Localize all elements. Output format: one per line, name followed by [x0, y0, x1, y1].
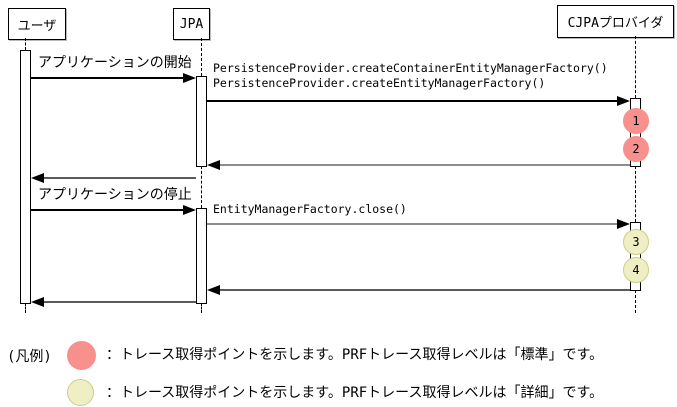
arrowhead-left-icon	[31, 297, 44, 307]
arrowhead-left-icon	[31, 173, 44, 183]
lifeline-jpa	[201, 303, 202, 313]
actor-box-user: ユーザ	[8, 8, 66, 40]
legend-standard-text: ：トレース取得ポイントを示します。PRFトレース取得レベルは「標準」です。	[106, 347, 604, 363]
trace-point-number: 4	[632, 263, 640, 277]
lifeline-user	[25, 303, 26, 313]
activation-cjpa-2	[630, 222, 641, 291]
return-line-jpa-to-user	[43, 177, 196, 179]
message-label-create-container-emf: PersistenceProvider.createContainerEntit…	[213, 61, 608, 75]
message-label-create-emf: PersistenceProvider.createEntityManagerF…	[213, 76, 546, 90]
lifeline-jpa	[201, 38, 202, 76]
arrowhead-left-icon	[207, 160, 220, 170]
legend-detail-text: ：トレース取得ポイントを示します。PRFトレース取得レベルは「詳細」です。	[106, 385, 604, 401]
message-label-emf-close: EntityManagerFactory.close()	[213, 202, 407, 216]
trace-point-number: 2	[632, 142, 640, 156]
legend-standard-marker-icon	[67, 341, 96, 370]
arrowhead-right-icon	[183, 205, 196, 215]
actor-box-jpa: JPA	[173, 8, 210, 40]
trace-point-3: 3	[623, 229, 649, 255]
lifeline-cjpa	[635, 166, 636, 222]
return-line-cjpa-to-jpa	[219, 289, 630, 291]
message-label-app-stop: アプリケーションの停止	[38, 187, 192, 203]
activation-jpa-1	[196, 76, 207, 167]
trace-point-2: 2	[623, 136, 649, 162]
message-line-app-stop	[31, 209, 183, 211]
lifeline-user	[25, 38, 26, 50]
lifeline-jpa	[201, 166, 202, 208]
return-line-jpa-to-user	[43, 301, 196, 303]
arrowhead-right-icon	[183, 73, 196, 83]
message-label-app-start: アプリケーションの開始	[38, 55, 192, 71]
return-line-cjpa-to-jpa	[219, 164, 630, 166]
message-line-app-start	[31, 77, 183, 79]
actor-label-jpa: JPA	[179, 16, 204, 32]
arrowhead-left-icon	[207, 285, 220, 295]
arrowhead-right-icon	[617, 219, 630, 229]
trace-point-number: 1	[632, 114, 640, 128]
message-line-emf-close	[207, 223, 617, 225]
trace-point-1: 1	[623, 108, 649, 134]
message-line-create-emf	[207, 100, 617, 102]
lifeline-cjpa	[635, 36, 636, 98]
actor-label-cjpa-provider: CJPAプロバイダ	[567, 16, 664, 31]
activation-jpa-2	[196, 208, 207, 304]
lifeline-cjpa	[635, 290, 636, 313]
trace-point-4: 4	[623, 257, 649, 283]
trace-point-number: 3	[632, 235, 640, 249]
legend-detail-marker-icon	[67, 379, 94, 406]
actor-label-user: ユーザ	[17, 18, 57, 34]
activation-user	[20, 50, 31, 304]
arrowhead-right-icon	[617, 96, 630, 106]
actor-box-cjpa-provider: CJPAプロバイダ	[557, 5, 674, 38]
legend-title: (凡例)	[7, 349, 52, 365]
